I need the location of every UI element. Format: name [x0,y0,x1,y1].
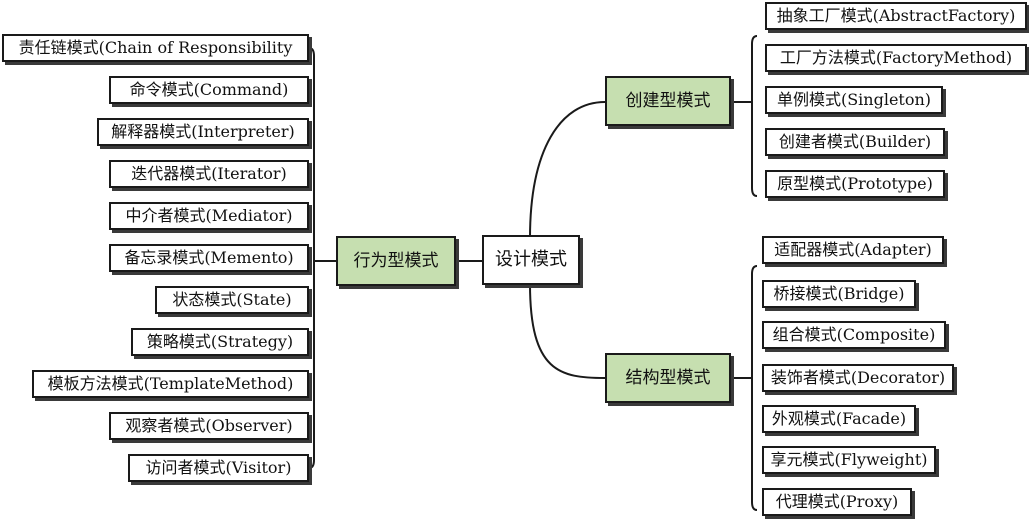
root-node: 设计模式 [482,235,580,285]
leaf-decorator: 装饰者模式(Decorator) [762,364,954,392]
connector-root-structural [529,283,606,379]
leaf-builder: 创建者模式(Builder) [765,128,945,156]
leaf-composite: 组合模式(Composite) [762,321,946,349]
leaf-template-method: 模板方法模式(TemplateMethod) [32,370,309,398]
leaf-prototype: 原型模式(Prototype) [765,170,945,198]
leaf-bridge: 桥接模式(Bridge) [762,280,916,308]
behavioral-bracket [308,47,315,469]
leaf-command: 命令模式(Command) [109,76,309,104]
leaf-chain-of-responsibility: 责任链模式(Chain of Responsibility [2,34,309,62]
leaf-factory-method: 工厂方法模式(FactoryMethod) [765,44,1027,72]
leaf-iterator: 迭代器模式(Iterator) [109,160,309,188]
leaf-abstract-factory: 抽象工厂模式(AbstractFactory) [765,2,1027,30]
leaf-proxy: 代理模式(Proxy) [762,488,912,516]
leaf-flyweight: 享元模式(Flyweight) [762,446,936,474]
leaf-mediator: 中介者模式(Mediator) [109,202,309,230]
leaf-singleton: 单例模式(Singleton) [765,86,943,114]
leaf-interpreter: 解释器模式(Interpreter) [97,118,309,146]
leaf-adapter: 适配器模式(Adapter) [762,236,944,264]
category-behavioral: 行为型模式 [336,236,456,286]
creational-bracket [751,35,758,197]
leaf-state: 状态模式(State) [155,286,309,314]
leaf-observer: 观察者模式(Observer) [109,412,309,440]
leaf-visitor: 访问者模式(Visitor) [128,454,309,482]
connector-root-creational [529,101,606,239]
leaf-memento: 备忘录模式(Memento) [109,244,309,272]
leaf-strategy: 策略模式(Strategy) [131,328,309,356]
structural-bracket [751,265,758,511]
category-structural: 结构型模式 [605,353,731,403]
leaf-facade: 外观模式(Facade) [762,405,916,433]
category-creational: 创建型模式 [605,76,731,126]
